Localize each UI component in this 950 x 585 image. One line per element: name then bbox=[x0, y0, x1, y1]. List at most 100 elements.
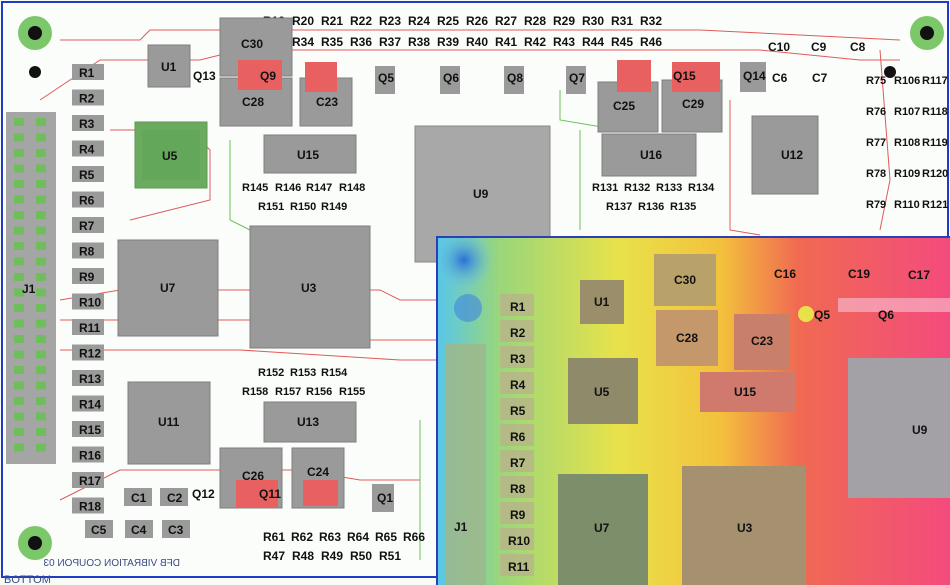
svg-text:Q14: Q14 bbox=[743, 69, 766, 83]
resistor-label: R10 bbox=[79, 296, 101, 310]
resistor-pad bbox=[72, 64, 104, 80]
svg-text:R137: R137 bbox=[606, 201, 632, 213]
u7-label: U7 bbox=[160, 281, 176, 295]
svg-text:Q1: Q1 bbox=[377, 491, 393, 505]
resistor-label: R79 bbox=[866, 199, 886, 211]
svg-text:R133: R133 bbox=[656, 182, 682, 194]
resistor-label: R23 bbox=[379, 14, 401, 28]
svg-text:C30: C30 bbox=[241, 37, 263, 51]
svg-text:R151: R151 bbox=[258, 201, 284, 213]
resistor-label: R32 bbox=[640, 14, 662, 28]
resistor-pad bbox=[72, 191, 104, 208]
resistor-label: R42 bbox=[524, 35, 546, 49]
svg-text:R148: R148 bbox=[339, 182, 365, 194]
resistor-label: R110 bbox=[894, 199, 920, 211]
resistor-label: R78 bbox=[866, 168, 886, 180]
u11-chip bbox=[127, 381, 211, 465]
svg-text:C28: C28 bbox=[242, 95, 264, 109]
svg-text:R135: R135 bbox=[670, 201, 696, 213]
resistor-label: R41 bbox=[495, 35, 517, 49]
resistor-label: R15 bbox=[79, 423, 101, 437]
resistor-label: R17 bbox=[79, 474, 101, 488]
resistor-label: R45 bbox=[611, 35, 633, 49]
resistor-label: R38 bbox=[408, 35, 430, 49]
resistor-label: R1 bbox=[79, 66, 95, 80]
q9-pad bbox=[238, 60, 282, 90]
resistor-label: R13 bbox=[79, 372, 101, 386]
resistor-pad bbox=[72, 395, 104, 412]
svg-text:Q11: Q11 bbox=[259, 487, 281, 501]
resistor-pad bbox=[72, 217, 104, 233]
resistor-label: R20 bbox=[292, 14, 314, 28]
resistor-label: R51 bbox=[379, 549, 401, 563]
svg-text:C7: C7 bbox=[812, 71, 828, 85]
resistor-pad bbox=[72, 293, 104, 310]
resistor-pad bbox=[72, 268, 104, 284]
resistor-pad bbox=[72, 370, 104, 386]
resistor-label: R35 bbox=[321, 35, 343, 49]
svg-text:R134: R134 bbox=[688, 182, 715, 194]
svg-text:C2: C2 bbox=[167, 491, 183, 505]
resistor-label: R39 bbox=[437, 35, 459, 49]
resistor-label: R22 bbox=[350, 14, 372, 28]
resistor-label: R27 bbox=[495, 14, 517, 28]
svg-text:R152: R152 bbox=[258, 367, 284, 379]
thermal-image bbox=[438, 238, 950, 585]
u3-label: U3 bbox=[301, 281, 317, 295]
resistor-label: R106 bbox=[894, 75, 920, 87]
svg-text:Q13: Q13 bbox=[193, 69, 216, 83]
svg-text:R156: R156 bbox=[306, 386, 332, 398]
u13-label: U13 bbox=[297, 415, 319, 429]
thermal-labels: J1 R1 R2 R3 R4 R5 R6 R7 R8 R9 R10 R11 U1… bbox=[454, 267, 931, 574]
svg-text:R150: R150 bbox=[290, 201, 316, 213]
resistor-label: R121 bbox=[922, 199, 948, 211]
resistor-pad bbox=[72, 166, 104, 182]
resistor-label: R47 bbox=[263, 549, 285, 563]
svg-text:C23: C23 bbox=[316, 95, 338, 109]
resistor-label: R46 bbox=[640, 35, 662, 49]
svg-text:R147: R147 bbox=[306, 182, 332, 194]
u12-label: U12 bbox=[781, 148, 803, 162]
resistor-label: R62 bbox=[291, 530, 313, 544]
svg-text:Q7: Q7 bbox=[569, 71, 585, 85]
resistor-pad bbox=[72, 319, 104, 335]
resistor-label: R28 bbox=[524, 14, 546, 28]
svg-text:C8: C8 bbox=[850, 40, 866, 54]
resistor-label: R50 bbox=[350, 549, 372, 563]
resistor-label: R107 bbox=[894, 106, 920, 118]
svg-text:R158: R158 bbox=[242, 386, 268, 398]
resistor-label: R66 bbox=[403, 530, 425, 544]
svg-text:C5: C5 bbox=[91, 523, 107, 537]
u15-chip bbox=[263, 134, 357, 174]
svg-text:C4: C4 bbox=[131, 523, 147, 537]
resistor-label: R64 bbox=[347, 530, 369, 544]
resistor-label: R119 bbox=[922, 137, 948, 149]
traces bbox=[39, 29, 901, 560]
resistor-pad bbox=[72, 344, 104, 361]
u13-chip bbox=[263, 401, 357, 443]
resistor-label: R14 bbox=[79, 398, 101, 412]
u11-label: U11 bbox=[158, 415, 180, 429]
resistor-label: R18 bbox=[79, 500, 101, 514]
top-right-caps: C10 C9 C8 C6 C7 bbox=[768, 40, 866, 85]
left-resistors: R1R2R3R4R5R6R7R8R9R10R11R12R13R14R15R16R… bbox=[72, 64, 104, 514]
svg-text:Q6: Q6 bbox=[443, 71, 459, 85]
j1-label: J1 bbox=[22, 282, 36, 296]
svg-text:C3: C3 bbox=[168, 523, 184, 537]
svg-text:R145: R145 bbox=[242, 182, 268, 194]
resistor-pad bbox=[72, 421, 104, 437]
svg-text:R131: R131 bbox=[592, 182, 618, 194]
resistor-label: R77 bbox=[866, 137, 886, 149]
thermal-overlay: J1 R1 R2 R3 R4 R5 R6 R7 R8 R9 R10 R11 U1… bbox=[436, 236, 950, 585]
u12-chip bbox=[751, 115, 819, 195]
resistor-label: R3 bbox=[79, 117, 95, 131]
resistor-label: R29 bbox=[553, 14, 575, 28]
mounting-holes bbox=[18, 16, 944, 560]
resistor-label: R4 bbox=[79, 143, 95, 157]
resistor-clusters: R145 R146 R147 R148 R151 R150 R149 R152 … bbox=[242, 182, 715, 398]
resistor-label: R24 bbox=[408, 14, 430, 28]
resistor-label: R6 bbox=[79, 194, 95, 208]
